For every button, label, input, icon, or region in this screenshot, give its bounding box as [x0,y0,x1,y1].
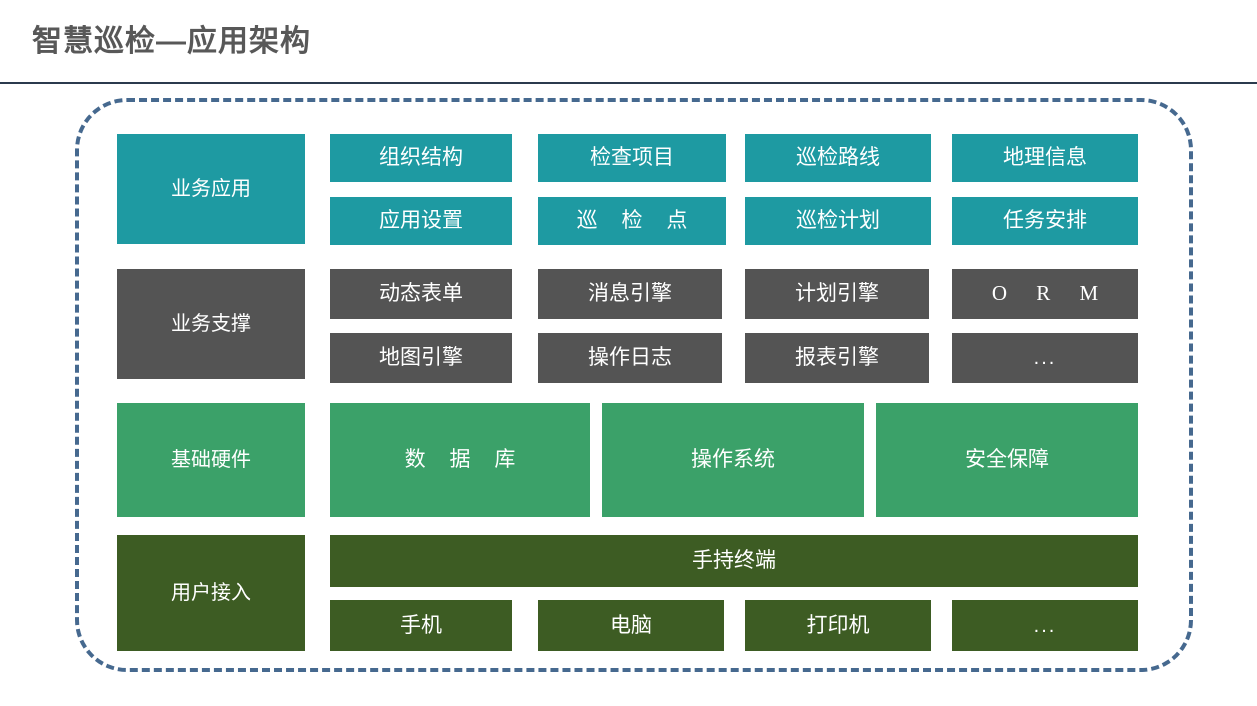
node-orm[interactable]: O R M [952,269,1138,319]
node-dynamic-form[interactable]: 动态表单 [330,269,512,319]
node-report-engine[interactable]: 报表引擎 [745,333,929,383]
node-map-engine[interactable]: 地图引擎 [330,333,512,383]
node-task-arrangement[interactable]: 任务安排 [952,197,1138,245]
node-database[interactable]: 数 据 库 [330,403,590,517]
layer-label-infrastructure[interactable]: 基础硬件 [117,403,305,517]
node-user-access-more[interactable]: ... [952,600,1138,651]
page-title: 智慧巡检—应用架构 [32,25,311,58]
node-schedule-engine[interactable]: 计划引擎 [745,269,929,319]
title-divider [0,82,1257,84]
node-operating-system[interactable]: 操作系统 [602,403,864,517]
architecture-frame [75,98,1193,672]
node-organization-structure[interactable]: 组织结构 [330,134,512,182]
layer-label-business-support[interactable]: 业务支撑 [117,269,305,379]
node-operation-log[interactable]: 操作日志 [538,333,722,383]
layer-label-business-application[interactable]: 业务应用 [117,134,305,244]
node-mobile-phone[interactable]: 手机 [330,600,512,651]
node-inspection-route[interactable]: 巡检路线 [745,134,931,182]
node-business-support-more[interactable]: ... [952,333,1138,383]
node-inspection-point[interactable]: 巡 检 点 [538,197,726,245]
node-application-settings[interactable]: 应用设置 [330,197,512,245]
node-computer[interactable]: 电脑 [538,600,724,651]
node-handheld-terminal[interactable]: 手持终端 [330,535,1138,587]
node-printer[interactable]: 打印机 [745,600,931,651]
node-inspection-plan[interactable]: 巡检计划 [745,197,931,245]
node-inspection-items[interactable]: 检查项目 [538,134,726,182]
node-security-assurance[interactable]: 安全保障 [876,403,1138,517]
layer-label-user-access[interactable]: 用户接入 [117,535,305,651]
node-geographic-information[interactable]: 地理信息 [952,134,1138,182]
node-message-engine[interactable]: 消息引擎 [538,269,722,319]
